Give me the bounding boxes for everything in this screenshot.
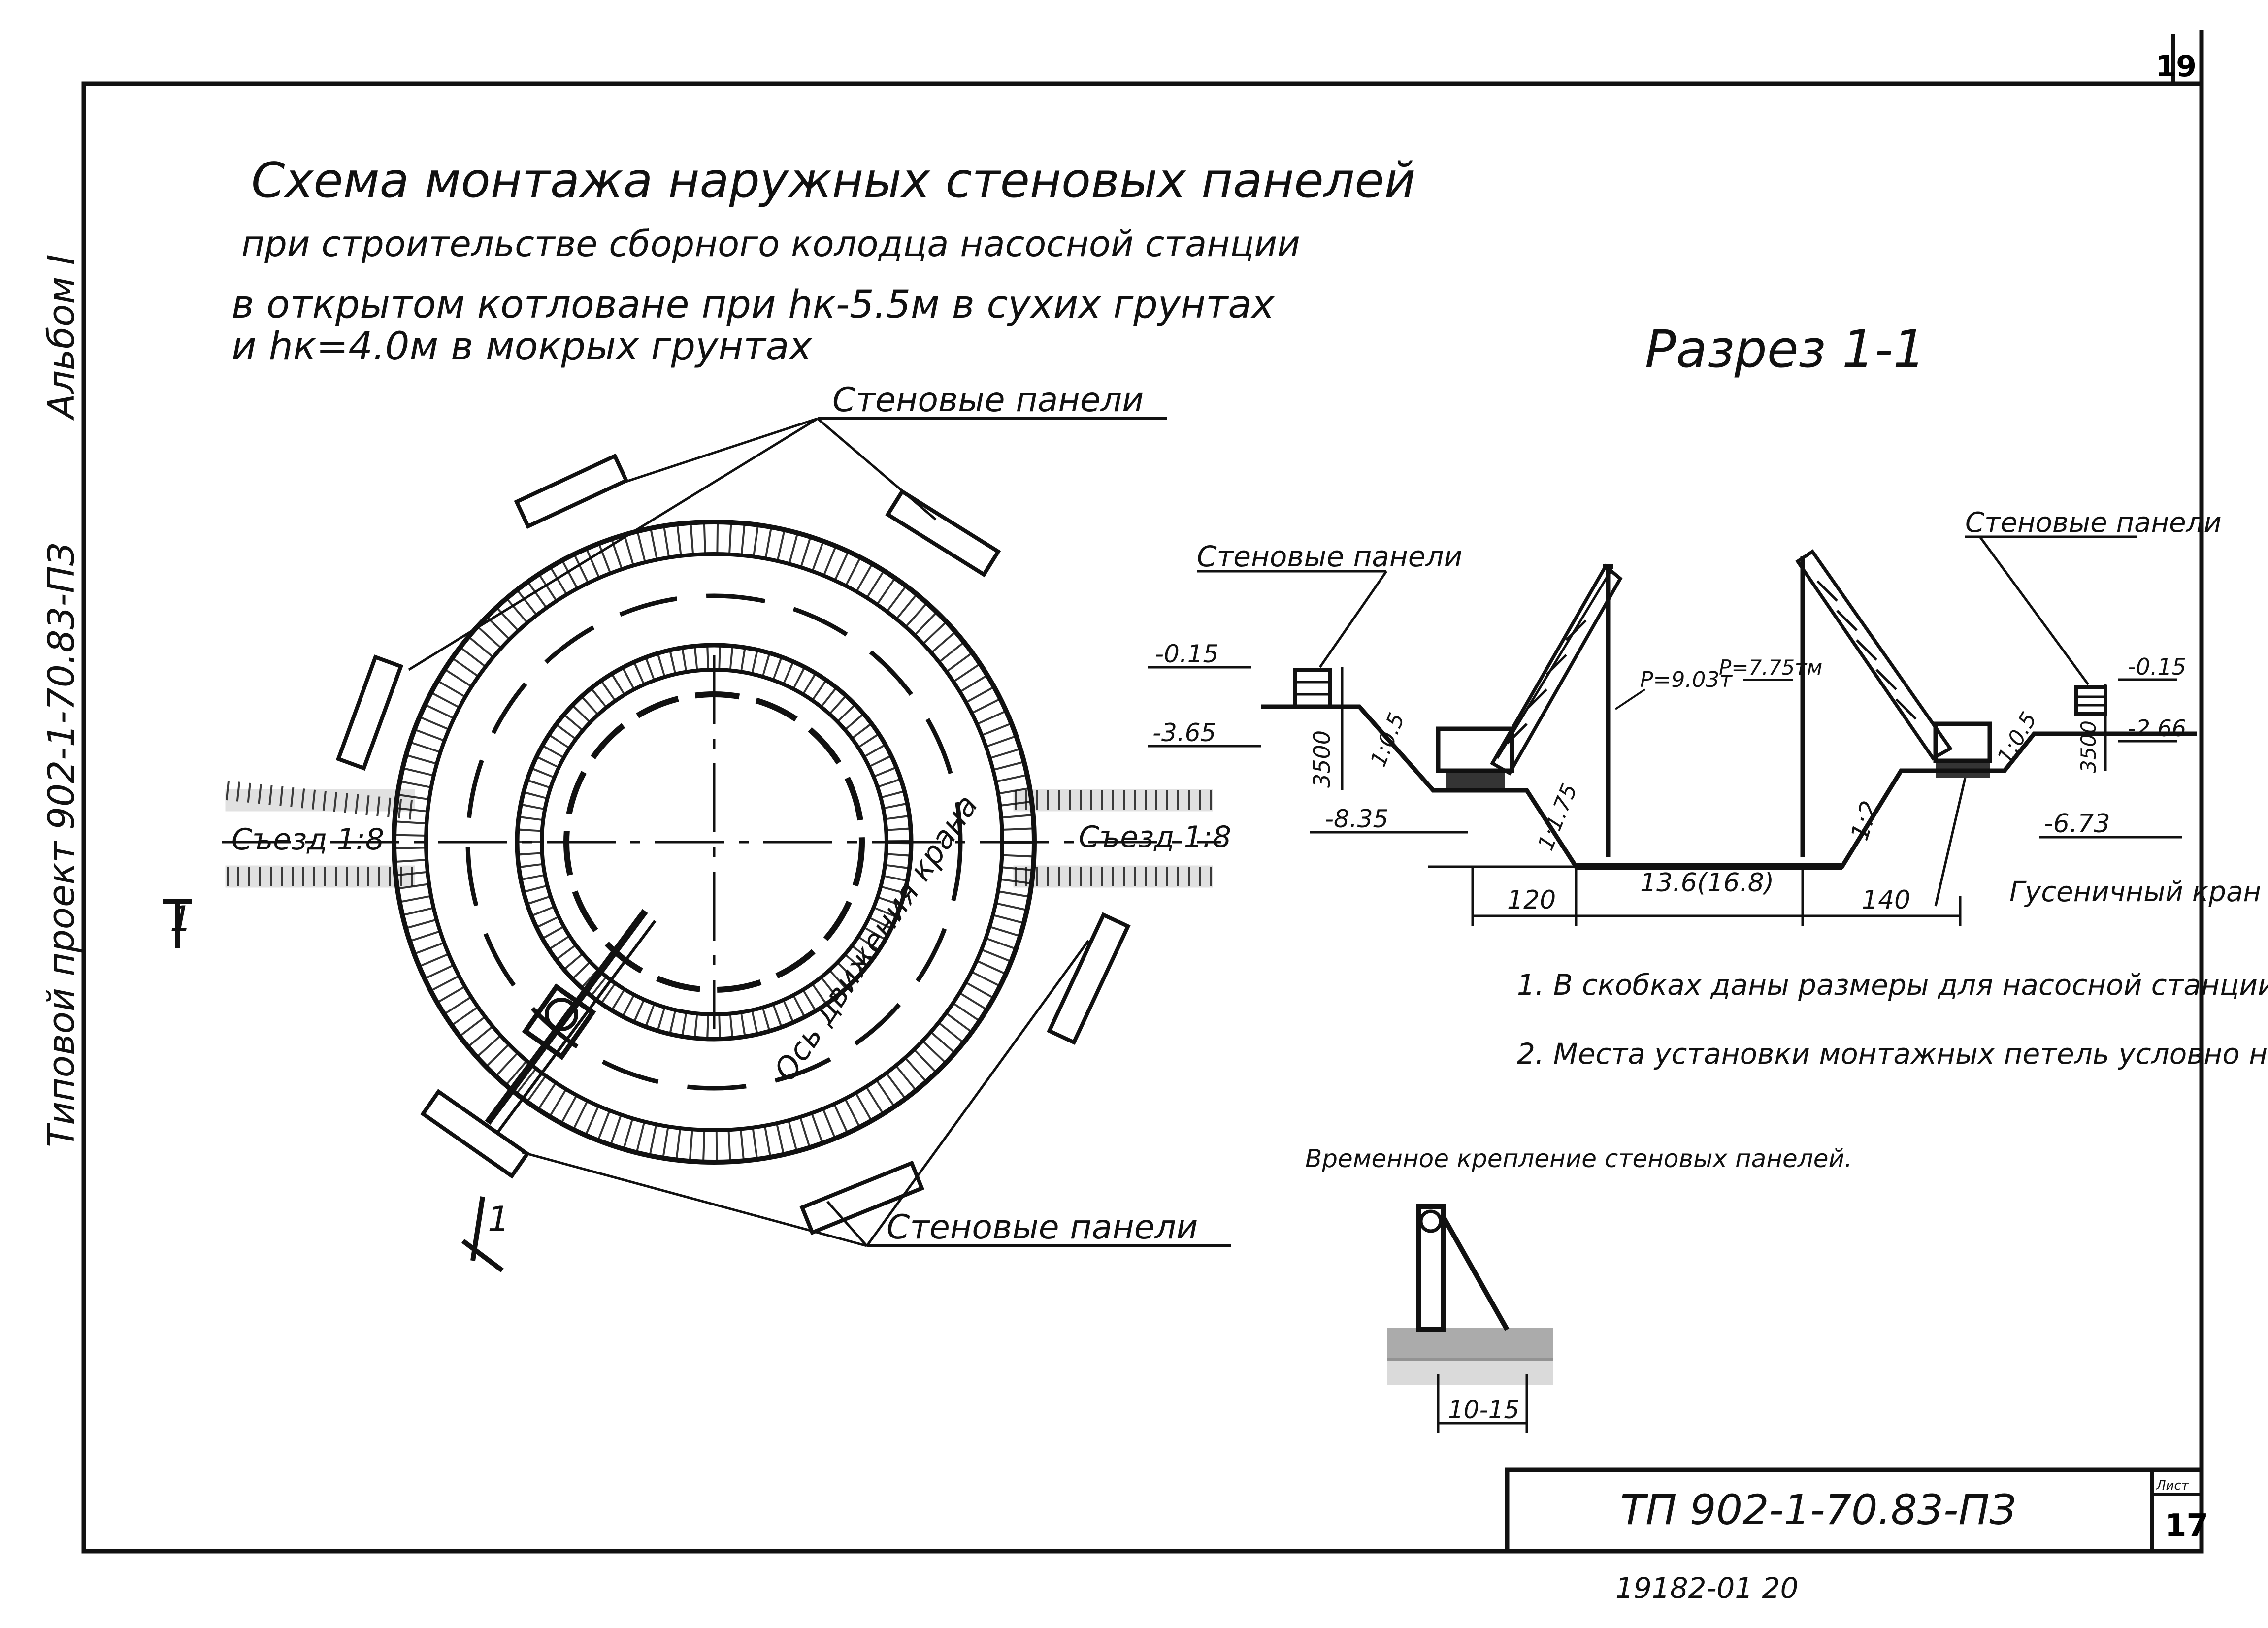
section-crane-left: [1436, 563, 1623, 857]
section-crane-right: [1795, 549, 1992, 907]
page-number: 19: [2156, 49, 2197, 84]
stamp-code: ТП 902-1-70.83-ПЗ: [1620, 1486, 2016, 1534]
panels-left-label: Стеновые панели: [1197, 540, 1462, 573]
plan-view: Съезд 1:8 Съезд 1:8 Стеновые панели: [163, 381, 1231, 1272]
level-bottom-left: -8.35: [1325, 805, 1388, 833]
wall-panel: [514, 453, 629, 529]
level-top-left: -0.15: [1155, 640, 1218, 668]
detail-title: Временное крепление стеновых панелей.: [1305, 1144, 1852, 1173]
side-stamp-album: Альбом I: [40, 254, 83, 421]
title-stamp: ТП 902-1-70.83-ПЗ Лист 17: [1505, 1467, 2208, 1554]
section-view: Разрез 1-1 -0.15 -3.65 -8.35 -0.15 -2.66…: [1148, 319, 2268, 926]
panels-label-top: Стеновые панели: [832, 381, 1144, 420]
slope-lower-left: 1:1.75: [1533, 780, 1582, 854]
crane-axis-label: Ось движения крана: [767, 788, 985, 1088]
level-mid-right: -2.66: [2128, 715, 2186, 742]
panels-leader-bottom: [522, 940, 1231, 1247]
panels-right-label: Стеновые панели: [1965, 507, 2222, 539]
dim-right: 140: [1862, 885, 1910, 915]
ramp-left-label: Съезд 1:8: [231, 822, 384, 857]
height-dim-left: 3500: [1309, 730, 1335, 788]
level-top-right: -0.15: [2128, 653, 2186, 680]
note-1: 1. В скобках даны размеры для насосной с…: [1517, 968, 2268, 1002]
ramp-right-label: Съезд 1:8: [1079, 820, 1231, 854]
footer-code: 19182-01 20: [1615, 1571, 1798, 1605]
section-mark-bottom: 1: [461, 1196, 510, 1272]
level-mid-left: -3.65: [1152, 718, 1216, 747]
side-stamp: Типовой проект 902-1-70.83-ПЗ Альбом I: [40, 254, 83, 1147]
ramp-right: [1013, 789, 1213, 888]
title-line-1: Схема монтажа наружных стеновых панелей: [251, 153, 1415, 209]
section-title: Разрез 1-1: [1645, 319, 1926, 379]
wall-panel: [885, 488, 1001, 578]
plan-crane: [485, 909, 657, 1134]
level-marks-right: [2039, 678, 2182, 839]
wall-panel: [420, 1089, 530, 1179]
title-line-2: при строительстве сборного колодца насос…: [241, 223, 1300, 264]
wall-panel: [335, 654, 404, 771]
note-2: 2. Места установки монтажных петель усло…: [1517, 1037, 2268, 1071]
detail-dimension: 10-15: [1448, 1396, 1519, 1424]
side-stamp-project: Типовой проект 902-1-70.83-ПЗ: [40, 543, 83, 1147]
notes: 1. В скобках даны размеры для насосной с…: [1517, 968, 2268, 1071]
bottom-dimension-line: [1471, 867, 1962, 926]
title-block: Схема монтажа наружных стеновых панелей …: [231, 153, 1415, 369]
stacked-panels-right: [2074, 685, 2107, 716]
slope-upper-right: 1:0.5: [1992, 708, 2042, 768]
fastening-detail: Временное крепление стеновых панелей. 10…: [1305, 1144, 1852, 1433]
section-mark-bottom-label: 1: [488, 1199, 510, 1239]
panels-label-bottom: Стеновые панели: [887, 1208, 1198, 1247]
ramp-left: [225, 781, 415, 888]
height-dim-right: 3500: [2076, 720, 2101, 773]
dim-center: 13.6(16.8): [1640, 868, 1774, 898]
slope-lower-right: 1:2: [1845, 797, 1884, 844]
crane-label: Гусеничный кран г/п 40т: [2009, 876, 2268, 908]
page-number-box: 19: [2156, 30, 2204, 1551]
stacked-panels-left: [1293, 668, 1332, 709]
stamp-sheet-number: 17: [2165, 1508, 2208, 1544]
level-bottom-right: -6.73: [2044, 809, 2110, 839]
load-left: P=9.03т: [1640, 667, 1733, 692]
wall-panel: [1047, 912, 1131, 1045]
section-mark-top: 1: [163, 899, 192, 948]
level-marks-left: [1148, 666, 1576, 868]
stamp-sheet-label: Лист: [2156, 1478, 2189, 1493]
dim-left: 120: [1507, 885, 1556, 915]
section-mark-top-label: 1: [170, 899, 192, 939]
load-right: P=7.75тм: [1719, 655, 1822, 680]
panels-leader-top: [408, 417, 1167, 671]
title-line-3: в открытом котловане при hк-5.5м в сухих…: [231, 283, 1275, 327]
title-line-4: и hк=4.0м в мокрых грунтах: [231, 325, 812, 369]
